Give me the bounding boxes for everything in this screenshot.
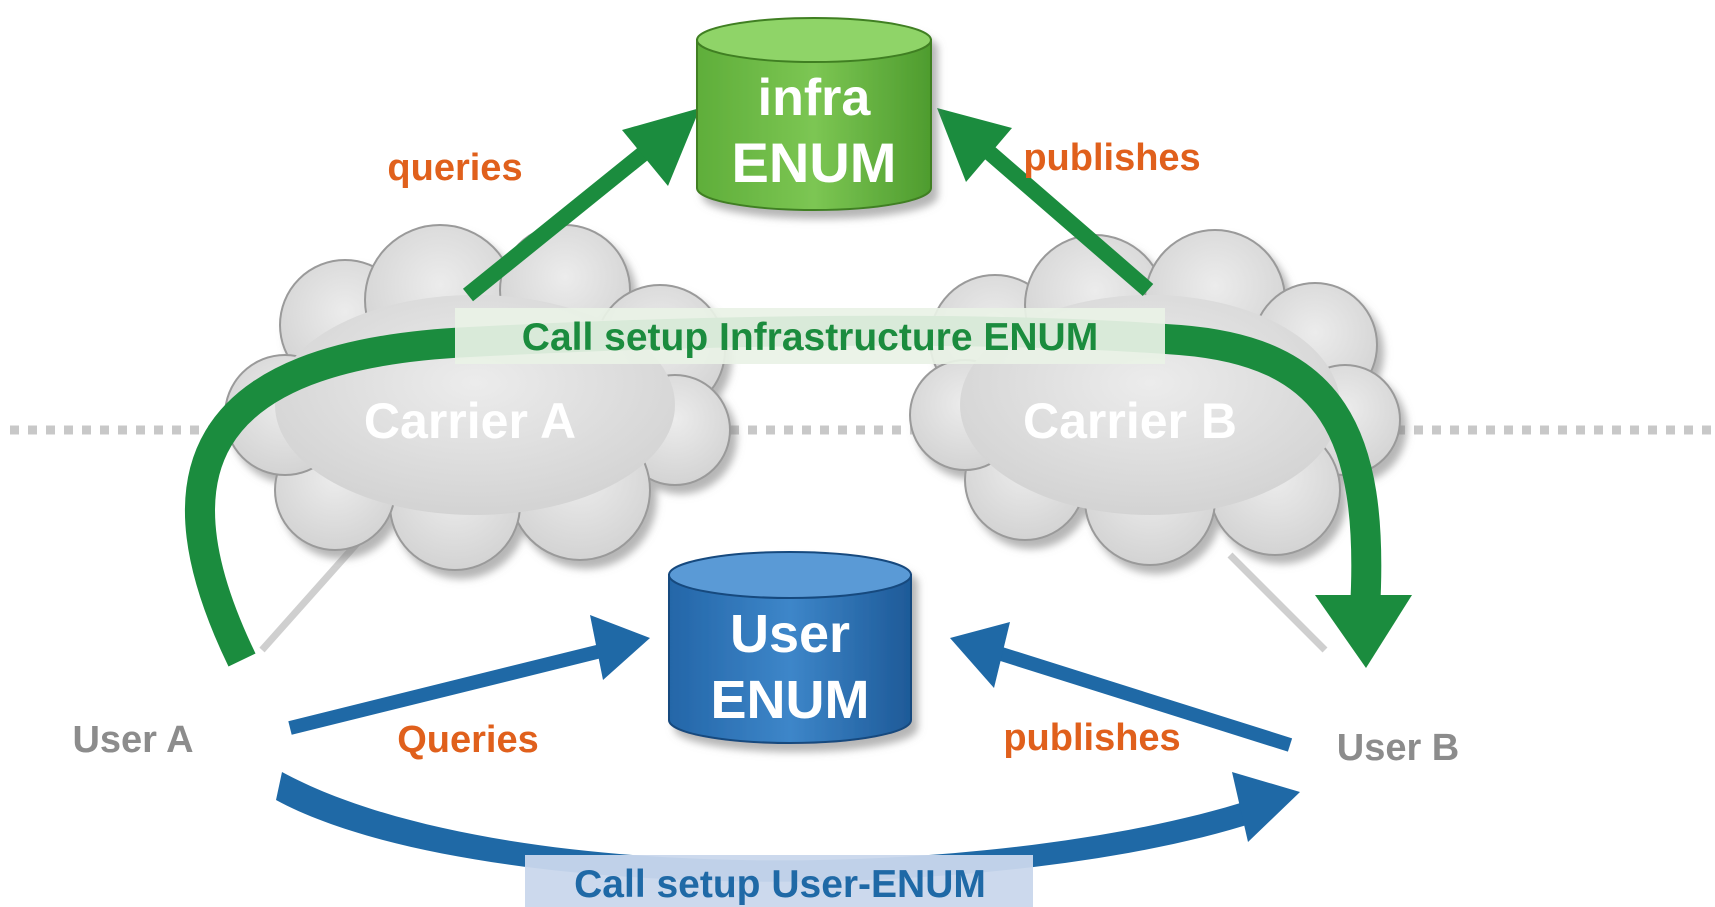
- user-a-label: User A: [72, 719, 193, 761]
- infra-enum-database: [696, 17, 932, 211]
- user-call-setup-label: Call setup User-ENUM: [574, 863, 986, 906]
- user-queries-arrow: [288, 615, 650, 735]
- user-call-setup-arrow: [276, 772, 1300, 882]
- infra-call-setup-label-band: [455, 308, 1165, 364]
- user-publishes-arrow: [950, 622, 1293, 752]
- infra-enum-label-line2: ENUM: [732, 131, 897, 194]
- user-enum-database: [668, 551, 912, 744]
- infra-queries-arrow: [462, 108, 700, 302]
- user-b-carrier-link: [1227, 552, 1328, 653]
- infra-publishes-arrow: [937, 108, 1154, 297]
- user-enum-label-line1: User: [730, 604, 850, 664]
- user-publishes-label: publishes: [1003, 717, 1180, 759]
- user-a-carrier-link: [259, 537, 363, 653]
- carrier-b-label: Carrier B: [1023, 393, 1237, 449]
- user-queries-label: Queries: [397, 719, 539, 761]
- infra-enum-label-line1: infra: [758, 69, 872, 127]
- user-call-setup-label-band: [525, 855, 1033, 907]
- infra-publishes-label: publishes: [1023, 137, 1200, 179]
- user-b-label: User B: [1337, 727, 1460, 769]
- carrier-a-label: Carrier A: [364, 393, 576, 449]
- infra-call-setup-label: Call setup Infrastructure ENUM: [522, 316, 1098, 359]
- infra-queries-label: queries: [387, 147, 522, 189]
- user-enum-label-line2: ENUM: [711, 670, 870, 730]
